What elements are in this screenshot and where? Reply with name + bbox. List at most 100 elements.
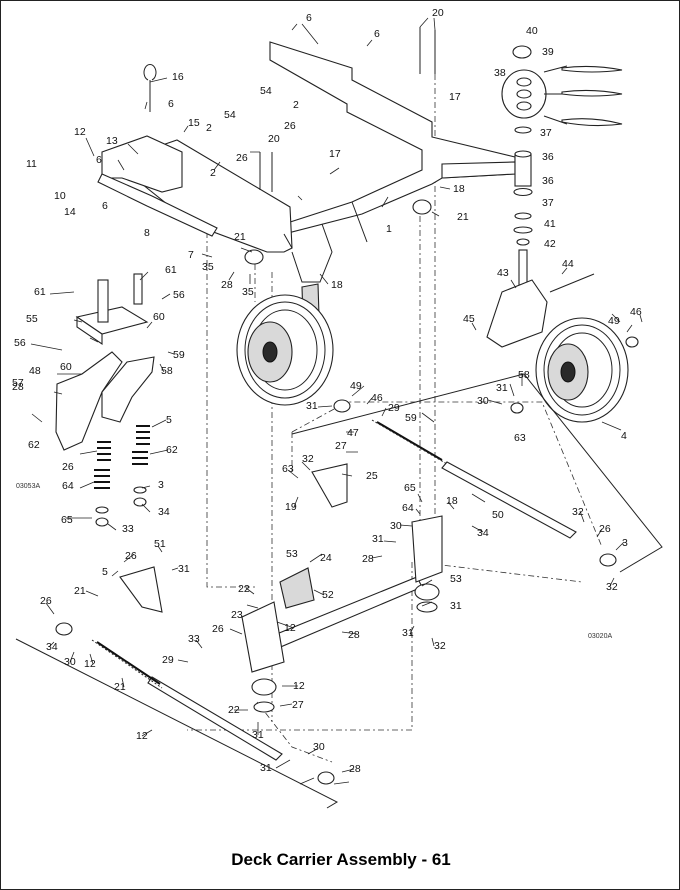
- callout: 53: [450, 573, 462, 585]
- callout: 3: [622, 537, 628, 549]
- callout: 21: [234, 231, 246, 243]
- callout: 16: [172, 71, 184, 83]
- callout: 6: [168, 98, 174, 110]
- callout: 13: [106, 135, 118, 147]
- callout: 61: [34, 286, 46, 298]
- callout: 28: [221, 279, 233, 291]
- callout: 24: [320, 552, 332, 564]
- callout: 39: [542, 46, 554, 58]
- callout: 23: [231, 609, 243, 621]
- callout: 34: [477, 527, 489, 539]
- callout: 19: [285, 501, 297, 513]
- right-caster-fork: [486, 126, 595, 348]
- mount-bracket-assembly: [55, 273, 155, 527]
- callout: 49: [350, 380, 362, 392]
- hardware-parts: [55, 27, 639, 785]
- callout: 5: [102, 566, 108, 578]
- callout: 26: [599, 523, 611, 535]
- callout: 61: [165, 264, 177, 276]
- callout: 30: [390, 520, 402, 532]
- callout: 44: [562, 258, 574, 270]
- leader-lines: [30, 17, 643, 785]
- callout: 32: [606, 581, 618, 593]
- callout: 6: [306, 12, 312, 24]
- callout: 55: [26, 313, 38, 325]
- callout: 12: [84, 658, 96, 670]
- callout: 35: [242, 286, 254, 298]
- callout: 2: [293, 99, 299, 111]
- callout: 26: [284, 120, 296, 132]
- callout: 18: [453, 183, 465, 195]
- callout: 3: [158, 479, 164, 491]
- main-frame: [97, 41, 516, 351]
- callout: 28: [362, 553, 374, 565]
- callout: 65: [61, 514, 73, 526]
- callout: 6: [102, 200, 108, 212]
- callout: 6: [96, 154, 102, 166]
- callout: 18: [446, 495, 458, 507]
- callout: 29: [162, 654, 174, 666]
- callout: 41: [544, 218, 556, 230]
- callout: 4: [621, 430, 627, 442]
- callout: 32: [572, 506, 584, 518]
- callout: 17: [329, 148, 341, 160]
- callout: 58: [518, 369, 530, 381]
- callout: 57: [12, 377, 24, 389]
- callout: 52: [322, 589, 334, 601]
- callout: 26: [212, 623, 224, 635]
- callout: 12: [136, 730, 148, 742]
- callout: 31: [260, 762, 272, 774]
- callout: 5: [166, 414, 172, 426]
- callout: 43: [497, 267, 509, 279]
- callout: 49: [608, 315, 620, 327]
- callout: 51: [154, 538, 166, 550]
- callout: 27: [335, 440, 347, 452]
- callout: 26: [236, 152, 248, 164]
- callout: 31: [372, 533, 384, 545]
- callout: 46: [630, 306, 642, 318]
- callout: 58: [161, 365, 173, 377]
- callout: 46: [371, 392, 383, 404]
- callout: 22: [238, 583, 250, 595]
- callout: 32: [434, 640, 446, 652]
- callout: 63: [282, 463, 294, 475]
- callout: 34: [46, 641, 58, 653]
- callout: 56: [173, 289, 185, 301]
- callout: 56: [14, 337, 26, 349]
- drawing-code: 03053A: [16, 483, 40, 490]
- callout: 53: [286, 548, 298, 560]
- callout: 30: [313, 741, 325, 753]
- callout: 33: [188, 633, 200, 645]
- callout: 1: [386, 223, 392, 235]
- callout: 60: [153, 311, 165, 323]
- callout: 2: [210, 167, 216, 179]
- callout: 42: [544, 238, 556, 250]
- callout: 30: [64, 656, 76, 668]
- callout: 18: [331, 279, 343, 291]
- callout: 60: [60, 361, 72, 373]
- callout: 12: [284, 622, 296, 634]
- callout: 31: [178, 563, 190, 575]
- right-lift-rod: [291, 373, 663, 573]
- callout: 8: [144, 227, 150, 239]
- callout: 12: [74, 126, 86, 138]
- callout: 31: [496, 382, 508, 394]
- callout: 37: [542, 197, 554, 209]
- callout: 15: [188, 117, 200, 129]
- callout: 63: [514, 432, 526, 444]
- callout: 31: [402, 627, 414, 639]
- callout: 10: [54, 190, 66, 202]
- callout: 64: [62, 480, 74, 492]
- callout: 59: [405, 412, 417, 424]
- callout: 31: [450, 600, 462, 612]
- callout: 31: [306, 400, 318, 412]
- callout: 30: [477, 395, 489, 407]
- callout: 14: [64, 206, 76, 218]
- callout: 28: [349, 763, 361, 775]
- callout: 17: [449, 91, 461, 103]
- callout: 50: [492, 509, 504, 521]
- drawing-code: 03020A: [588, 633, 612, 640]
- left-caster-wheel: [236, 294, 334, 406]
- callout: 34: [158, 506, 170, 518]
